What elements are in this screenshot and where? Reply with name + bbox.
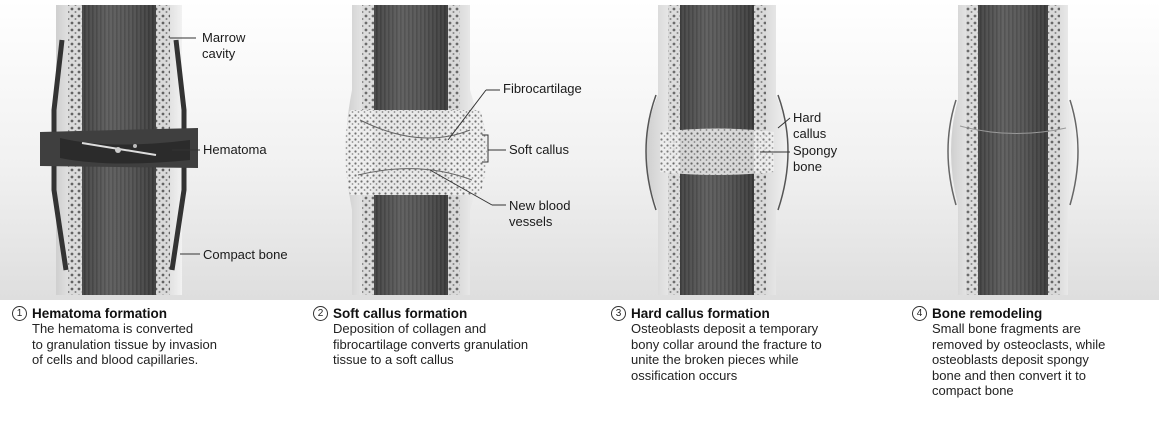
soft-callus-label: Soft callus <box>509 142 569 158</box>
caption-line: compact bone <box>912 383 1105 399</box>
caption-bone-remodeling: 4 Bone remodeling Small bone fragments a… <box>912 306 1105 399</box>
caption-line: osteoblasts deposit spongy <box>912 352 1105 368</box>
caption-line: The hematoma is converted <box>12 321 217 337</box>
caption-title: Hematoma formation <box>32 306 167 321</box>
caption-line: Deposition of collagen and <box>313 321 528 337</box>
spongy-bone-label: Spongy bone <box>793 143 837 175</box>
marrow-cavity-label: Marrow cavity <box>202 30 245 62</box>
caption-line: fibrocartilage converts granulation <box>313 337 528 353</box>
caption-line: Osteoblasts deposit a temporary <box>611 321 822 337</box>
panel-3-bone <box>646 5 790 295</box>
caption-title: Hard callus formation <box>631 306 770 321</box>
new-blood-vessels-label: New blood vessels <box>509 198 570 230</box>
caption-line: bony collar around the fracture to <box>611 337 822 353</box>
caption-line: removed by osteoclasts, while <box>912 337 1105 353</box>
caption-hematoma-formation: 1 Hematoma formation The hematoma is con… <box>12 306 217 368</box>
step-number-2: 2 <box>313 306 328 321</box>
step-number-3: 3 <box>611 306 626 321</box>
caption-line: of cells and blood capillaries. <box>12 352 217 368</box>
caption-line: Small bone fragments are <box>912 321 1105 337</box>
hard-callus-label: Hard callus <box>793 110 826 142</box>
caption-line: tissue to a soft callus <box>313 352 528 368</box>
compact-bone-label: Compact bone <box>203 247 288 263</box>
caption-line: ossification occurs <box>611 368 822 384</box>
fibrocartilage-label: Fibrocartilage <box>503 81 582 97</box>
step-number-4: 4 <box>912 306 927 321</box>
caption-line: unite the broken pieces while <box>611 352 822 368</box>
caption-title: Bone remodeling <box>932 306 1042 321</box>
hematoma-label: Hematoma <box>203 142 267 158</box>
caption-line: bone and then convert it to <box>912 368 1105 384</box>
caption-line: to granulation tissue by invasion <box>12 337 217 353</box>
step-number-1: 1 <box>12 306 27 321</box>
caption-hard-callus-formation: 3 Hard callus formation Osteoblasts depo… <box>611 306 822 383</box>
panel-4-bone <box>948 5 1078 295</box>
panel-1-bone <box>40 5 200 295</box>
caption-title: Soft callus formation <box>333 306 467 321</box>
bone-fracture-repair-figure <box>0 0 1159 300</box>
caption-soft-callus-formation: 2 Soft callus formation Deposition of co… <box>313 306 528 368</box>
